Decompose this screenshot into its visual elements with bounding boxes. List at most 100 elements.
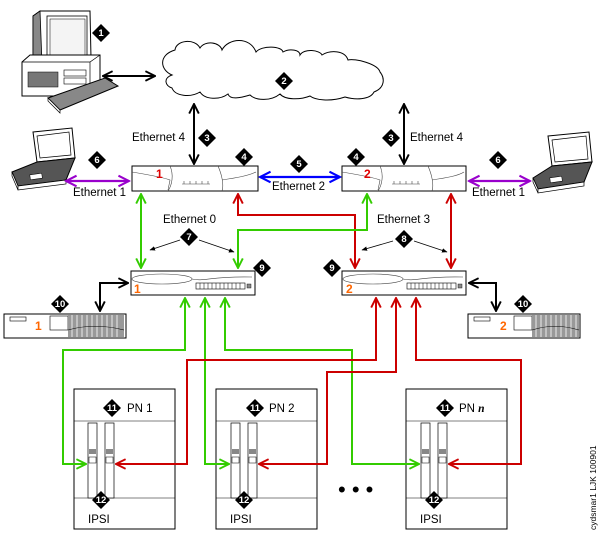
- callout-diamond: [51, 295, 69, 313]
- figure-credit: cydsmar1 LJK 100901: [588, 445, 598, 530]
- switch2-pnn-link: [416, 298, 522, 464]
- callout-diamond: [395, 230, 413, 248]
- callout-number: 4: [353, 152, 359, 163]
- ethernet4-right-label: Ethernet 4: [410, 132, 464, 144]
- callout-eth3: 8: [395, 230, 413, 248]
- callout-ups-right: 10: [514, 295, 532, 313]
- callout-network: 2: [275, 72, 293, 90]
- callout-ipsi1: 12: [92, 491, 110, 509]
- switch-2: 2: [341, 270, 467, 296]
- server-1: 1: [131, 165, 259, 192]
- laptop-left: [11, 127, 76, 191]
- ethernet4-left-label: Ethernet 4: [132, 132, 186, 144]
- eth3-pointer-right: [413, 240, 448, 253]
- port-network-n: PN n IPSI: [405, 388, 508, 530]
- callout-number: 12: [239, 495, 250, 506]
- ups1-switch1-link: [100, 283, 128, 311]
- callout-eth4-right: 3: [382, 129, 400, 147]
- callout-number: 3: [204, 133, 209, 144]
- more-port-networks-ellipsis: • • •: [338, 477, 373, 502]
- callout-diamond: [489, 151, 507, 169]
- callout-pn1: 11: [103, 399, 121, 417]
- ipsi-label: IPSI: [230, 514, 252, 526]
- callout-number: 10: [518, 299, 529, 310]
- callout-eth2: 5: [290, 155, 308, 173]
- callout-number: 6: [94, 155, 99, 166]
- callout-switch-right: 9: [323, 259, 341, 277]
- callout-pnn: 11: [436, 399, 454, 417]
- callout-diamond: [514, 295, 532, 313]
- callout-diamond: [436, 399, 454, 417]
- pn-name: PN n: [459, 403, 485, 415]
- callout-diamond: [290, 155, 308, 173]
- callout-number: 10: [55, 299, 66, 310]
- callout-number: 11: [107, 403, 118, 414]
- callout-diamond: [382, 129, 400, 147]
- switch-number: 1: [134, 282, 141, 296]
- port-network-2: PN 2 IPSI: [215, 388, 318, 530]
- pn-name: PN 1: [127, 403, 153, 415]
- callout-server-right: 4: [347, 148, 365, 166]
- callout-laptop-left: 6: [88, 151, 106, 169]
- callout-diamond: [323, 259, 341, 277]
- switch2-pn2-link: [259, 298, 396, 464]
- callout-diamond: [275, 72, 293, 90]
- server-number: 2: [364, 167, 371, 181]
- callout-number: 6: [495, 155, 500, 166]
- callout-diamond: [235, 491, 253, 509]
- ups-2: 2: [467, 313, 581, 339]
- callout-ups-left: 10: [51, 295, 69, 313]
- callout-number: 9: [329, 263, 334, 274]
- desktop-pc: [21, 10, 120, 114]
- callout-number: 2: [281, 76, 286, 87]
- callout-number: 12: [96, 495, 107, 506]
- port-network-1: PN 1 IPSI: [73, 388, 176, 530]
- pn-name: PN 2: [269, 403, 295, 415]
- laptop-right: [532, 131, 593, 194]
- ipsi-label: IPSI: [420, 514, 442, 526]
- server2-switch1-link: [238, 194, 367, 268]
- ups-number: 2: [500, 319, 507, 333]
- callout-diamond: [88, 151, 106, 169]
- callout-diamond: [180, 228, 198, 246]
- ups-number: 1: [35, 319, 42, 333]
- switch-number: 2: [346, 282, 353, 296]
- eth0-pointer-left: [149, 239, 181, 251]
- ethernet1-left-label: Ethernet 1: [73, 187, 126, 199]
- network-cloud: [162, 40, 384, 101]
- callout-number: 3: [388, 133, 393, 144]
- ethernet2-label: Ethernet 2: [272, 181, 325, 193]
- callout-pn2: 11: [246, 399, 264, 417]
- callout-number: 11: [250, 403, 261, 414]
- ups2-switch2-link: [469, 283, 496, 311]
- server-2: 2: [341, 165, 467, 192]
- callout-number: 4: [241, 152, 247, 163]
- callout-eth4-left: 3: [198, 129, 216, 147]
- callout-number: 7: [186, 232, 191, 243]
- callout-diamond: [425, 491, 443, 509]
- ethernet3-label: Ethernet 3: [377, 214, 430, 226]
- callout-ipsin: 12: [425, 491, 443, 509]
- callout-diamond: [253, 259, 271, 277]
- callout-pc: 1: [92, 24, 110, 42]
- callout-number: 8: [401, 234, 406, 245]
- eth0-pointer-right: [198, 239, 235, 253]
- ethernet1-right-label: Ethernet 1: [472, 187, 525, 199]
- callout-diamond: [246, 399, 264, 417]
- callout-server-left: 4: [235, 148, 253, 166]
- callout-switch-left: 9: [253, 259, 271, 277]
- callout-ipsi2: 12: [235, 491, 253, 509]
- callout-number: 9: [259, 263, 264, 274]
- eth3-pointer-left: [361, 240, 394, 251]
- callout-diamond: [347, 148, 365, 166]
- callout-diamond: [235, 148, 253, 166]
- callout-laptop-right: 6: [489, 151, 507, 169]
- server-number: 1: [156, 167, 163, 181]
- switch-1: 1: [130, 270, 256, 296]
- callout-diamond: [198, 129, 216, 147]
- callout-diamond: [92, 491, 110, 509]
- callout-number: 1: [98, 28, 104, 39]
- callout-eth0: 7: [180, 228, 198, 246]
- callout-diamond: [92, 24, 110, 42]
